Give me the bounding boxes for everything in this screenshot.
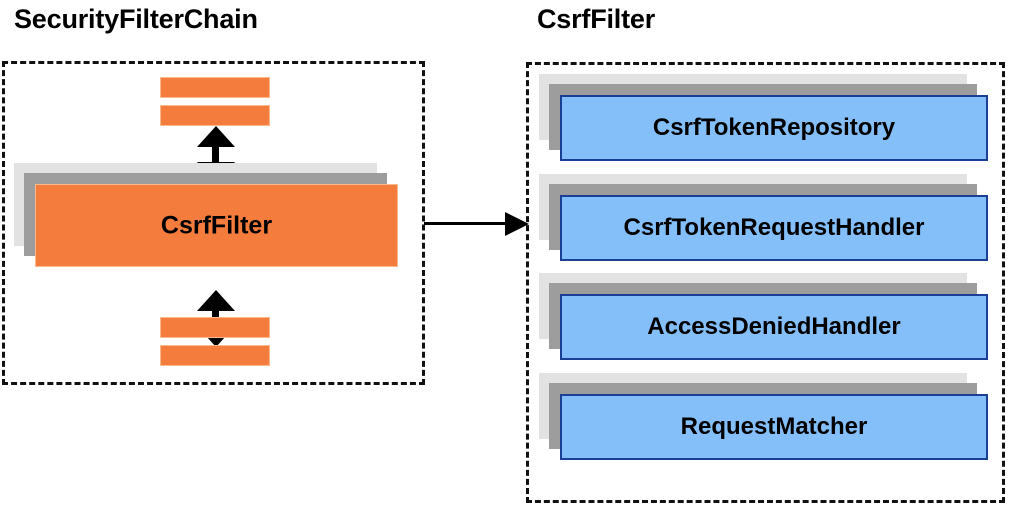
csrf-filter-box[interactable]: CsrfFilter	[14, 163, 398, 267]
arrow-shaft	[212, 143, 219, 166]
component-box-label: RequestMatcher	[680, 412, 868, 440]
filter-bar-lower-1	[160, 317, 270, 338]
page-title-security-filter-chain: SecurityFilterChain	[14, 4, 258, 34]
component-box-request-matcher[interactable]: RequestMatcher	[539, 373, 988, 460]
box-face: CsrfFilter	[35, 184, 398, 267]
arrow-head-right-icon	[505, 212, 529, 236]
box-face: CsrfTokenRequestHandler	[560, 195, 988, 261]
filter-bar-upper-2	[160, 105, 270, 126]
security-filter-chain-panel	[2, 61, 425, 385]
filter-bar-lower-2	[160, 345, 270, 366]
component-box-label: CsrfTokenRequestHandler	[623, 213, 925, 241]
csrf-filter-box-label: CsrfFilter	[160, 210, 273, 239]
component-box-label: CsrfTokenRepository	[652, 113, 896, 141]
component-box-csrf-token-repository[interactable]: CsrfTokenRepository	[539, 74, 988, 161]
component-box-access-denied-handler[interactable]: AccessDeniedHandler	[539, 273, 988, 360]
box-face: RequestMatcher	[560, 394, 988, 460]
filter-bar-upper-1	[160, 77, 270, 98]
arrow-shaft	[424, 222, 507, 225]
box-face: CsrfTokenRepository	[560, 95, 988, 161]
box-face: AccessDeniedHandler	[560, 294, 988, 360]
component-box-label: AccessDeniedHandler	[647, 312, 901, 340]
arrow-head-up-icon	[197, 126, 235, 147]
csrf-filter-panel	[526, 62, 1005, 503]
arrow-head-up-icon	[197, 290, 235, 311]
component-box-csrf-token-request-handler[interactable]: CsrfTokenRequestHandler	[539, 174, 988, 261]
page-title-csrf-filter: CsrfFilter	[537, 4, 656, 34]
connector-arrow-icon	[424, 212, 529, 236]
